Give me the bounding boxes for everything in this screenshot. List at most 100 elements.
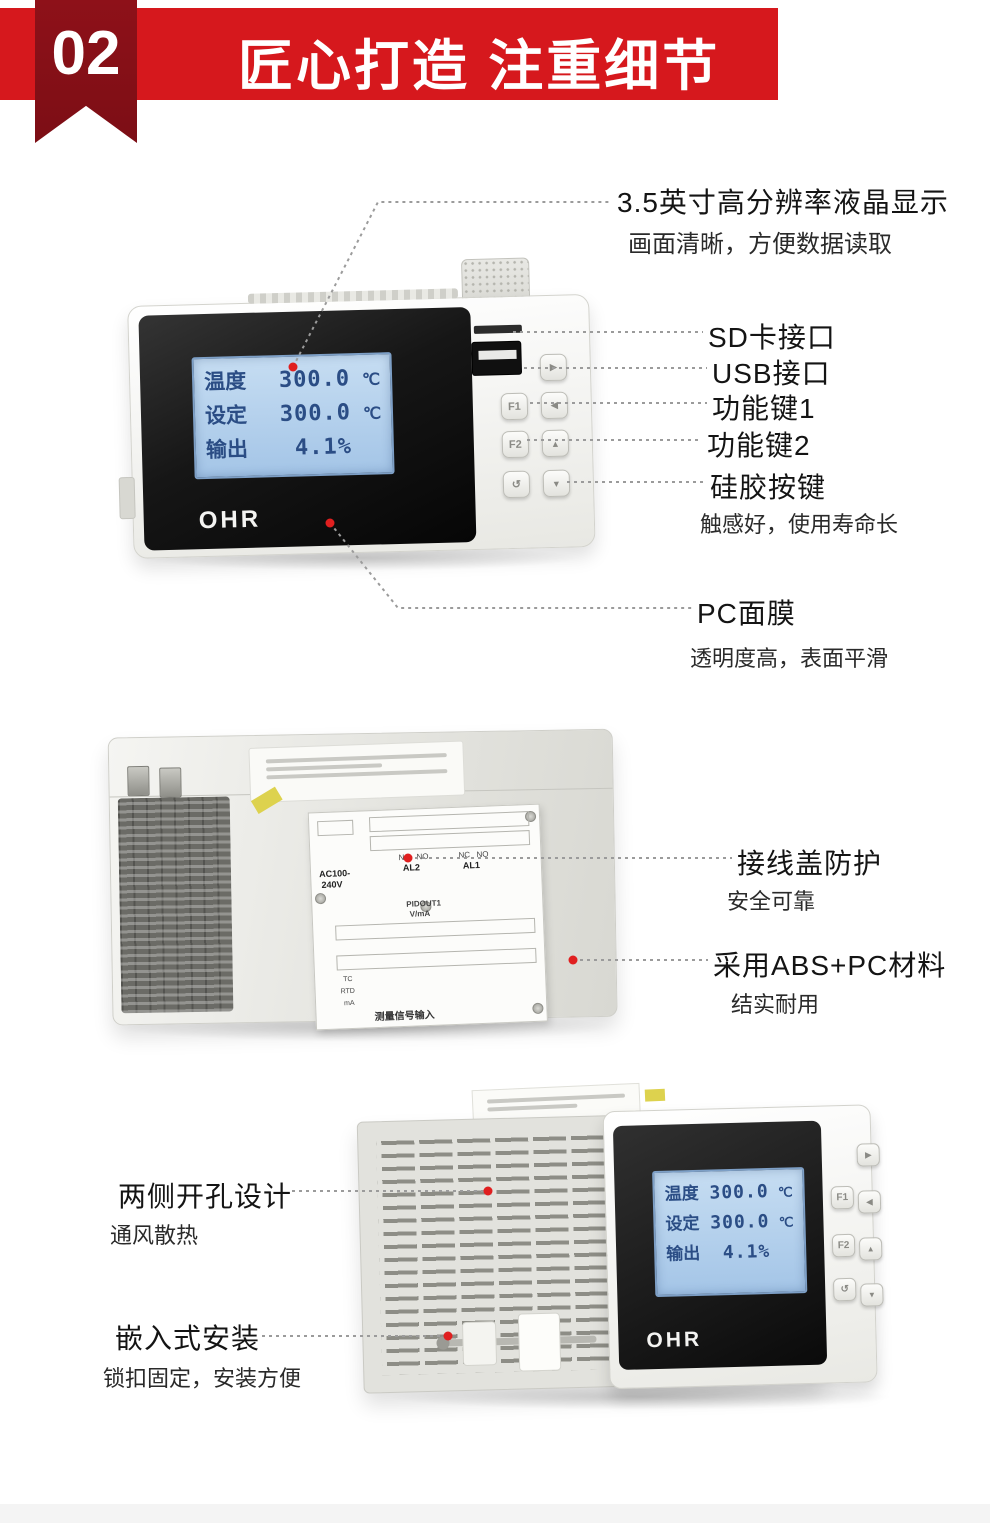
terminal-strip [336, 947, 537, 971]
lcd-value: 300.0 [278, 366, 351, 394]
label-text-line [265, 753, 447, 764]
device-rear-view: NC NO NC NO AL2 AL1 AC100- 240V PIDOUT1 … [95, 690, 646, 1049]
annotation-vents-title: 两侧开孔设计 [118, 1181, 293, 1212]
label-text-line [266, 769, 448, 780]
annotation-wiring-subtitle: 安全可靠 [727, 889, 816, 914]
relay-label-al2: AL2 [402, 862, 421, 873]
contact-label: NO [416, 851, 429, 862]
label-text-line [486, 1093, 626, 1104]
annotation-pcfilm-title: PC面膜 [697, 598, 796, 629]
lcd-row-temperature: 温度 300.0 ℃ [664, 1176, 793, 1209]
label-text-line [487, 1103, 578, 1112]
contact-label: NC [398, 852, 411, 863]
annotation-silicone-title: 硅胶按键 [710, 472, 827, 503]
lcd-value: 300.0 [709, 1211, 770, 1234]
relay-label-al1: AL1 [462, 859, 481, 871]
annotation-pcfilm-subtitle: 透明度高，表面平滑 [690, 646, 889, 671]
annotation-silicone-subtitle: 触感好，使用寿命长 [700, 512, 899, 537]
annotation-material-title: 采用ABS+PC材料 [713, 950, 947, 981]
input-type-ma: mA [343, 999, 355, 1008]
function-key-2: F2 [501, 430, 530, 459]
annotation-display-title: 3.5英寸高分辨率液晶显示 [617, 187, 949, 218]
terminal-panel: NC NO NC NO AL2 AL1 AC100- 240V PIDOUT1 … [307, 803, 548, 1031]
input-type-tc: TC [343, 975, 353, 984]
device-front-face: 温度 300.0 ℃ 设定 300.0 ℃ 输出 4.1% O [602, 1104, 884, 1390]
terminal-strip [368, 811, 530, 833]
signal-input-label: 测量信号输入 [374, 1009, 435, 1024]
lcd-unit [352, 452, 382, 453]
usb-port [471, 340, 523, 377]
lcd-label: 设定 [665, 1213, 700, 1234]
lcd-unit: ℃ [361, 371, 381, 389]
up-arrow-key: ▲ [858, 1237, 883, 1261]
mount-lug [127, 765, 150, 797]
right-arrow-key: ▶ [856, 1143, 881, 1167]
mounting-clamp [461, 1321, 498, 1367]
lcd-unit: ℃ [777, 1184, 793, 1200]
lcd-value: 300.0 [279, 400, 352, 428]
annotation-mount-title: 嵌入式安装 [115, 1323, 261, 1354]
side-flange [118, 476, 136, 520]
function-key-1: F1 [830, 1185, 855, 1210]
contact-label: NO [476, 849, 489, 860]
front-panel: 温度 300.0 ℃ 设定 300.0 ℃ 输出 4.1% O [138, 307, 477, 551]
screw [532, 1002, 544, 1015]
power-rating-label: AC100- [318, 867, 351, 880]
section-number-ribbon: 02 [35, 0, 137, 143]
power-key: ↺ [832, 1277, 857, 1302]
brand-logo: OHR [198, 505, 262, 535]
annotation-wiring-title: 接线盖防护 [737, 848, 883, 879]
section-title: 匠心打造 注重细节 [238, 35, 721, 97]
pid-output-label: PIDOUT1 [406, 898, 442, 909]
annotation-usb-title: USB接口 [712, 358, 831, 389]
function-key-2: F2 [831, 1233, 856, 1258]
down-arrow-key: ▼ [860, 1283, 884, 1307]
lcd-label: 温度 [203, 369, 247, 395]
pid-output-unit: V/mA [409, 908, 431, 919]
lcd-row-output: 输出 4.1% [666, 1236, 795, 1269]
spec-label-sticker [248, 740, 466, 803]
lcd-unit [770, 1256, 794, 1257]
power-key: ↺ [502, 470, 531, 499]
right-arrow-key: ▶ [539, 353, 568, 382]
annotation-fnkey1-title: 功能键1 [712, 393, 816, 424]
usb-tongue [478, 349, 517, 360]
lcd-row-output: 输出 4.1% [206, 429, 383, 468]
device-front-body: 温度 300.0 ℃ 设定 300.0 ℃ 输出 4.1% O [118, 288, 596, 559]
lcd-label: 输出 [666, 1243, 701, 1264]
sd-card-slot [473, 324, 522, 334]
annotation-vents-subtitle: 通风散热 [110, 1223, 199, 1248]
device-front-view: 温度 300.0 ℃ 设定 300.0 ℃ 输出 4.1% O [109, 254, 607, 572]
screw [314, 892, 327, 905]
power-terminal-strip [317, 819, 354, 837]
annotation-display-subtitle: 画面清晰，方便数据读取 [628, 231, 892, 258]
left-arrow-key: ◀ [857, 1190, 882, 1214]
lcd-unit: ℃ [362, 405, 382, 423]
lcd-row-setpoint: 设定 300.0 ℃ [205, 395, 382, 434]
label-text-line [266, 763, 382, 772]
power-rating-label: 240V [321, 879, 343, 891]
lcd-unit: ℃ [778, 1214, 794, 1230]
contact-label: NC [458, 850, 471, 860]
device-rear-body: NC NO NC NO AL2 AL1 AC100- 240V PIDOUT1 … [107, 728, 618, 1031]
terminal-strip [335, 917, 536, 941]
annotation-mount-subtitle: 锁扣固定，安装方便 [103, 1366, 302, 1391]
input-type-rtd: RTD [340, 987, 356, 996]
lcd-label: 温度 [664, 1183, 699, 1204]
down-arrow-key: ▼ [542, 469, 571, 498]
rear-vent-grille [117, 796, 234, 1014]
top-vent-strip [247, 288, 459, 304]
function-key-1: F1 [500, 392, 529, 421]
brand-logo: OHR [646, 1327, 703, 1353]
section-number: 02 [51, 19, 121, 88]
lcd-value: 300.0 [709, 1181, 769, 1204]
annotation-sd-title: SD卡接口 [708, 322, 836, 353]
next-section-edge [0, 1504, 990, 1523]
front-panel: 温度 300.0 ℃ 设定 300.0 ℃ 输出 4.1% O [612, 1120, 828, 1370]
terminal-strip [369, 830, 531, 852]
mounting-clamp [517, 1312, 562, 1372]
annotation-fnkey2-title: 功能键2 [707, 430, 811, 461]
lcd-label: 设定 [204, 403, 248, 429]
lcd-display: 温度 300.0 ℃ 设定 300.0 ℃ 输出 4.1% [652, 1167, 808, 1298]
